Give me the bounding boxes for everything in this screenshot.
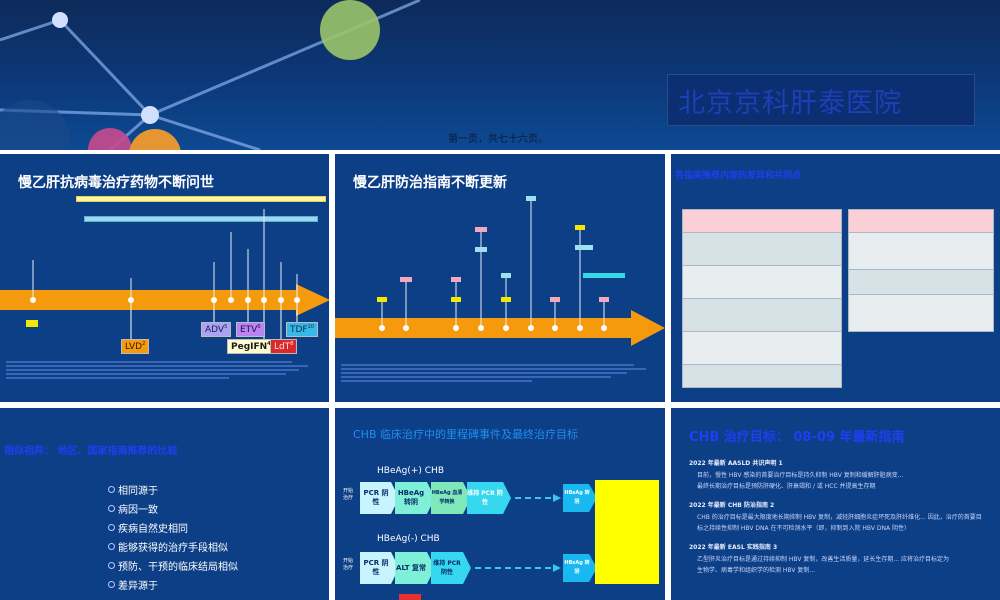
slide-title: CHB 治疗目标： 08-09 年最新指南: [689, 430, 905, 445]
slide-title: 各指南推荐内容的差异和共同点: [675, 171, 802, 181]
list-item: 差异源于: [108, 577, 158, 592]
drug-label-ldt: LdT8: [270, 339, 298, 354]
drug-timeline: [0, 209, 329, 339]
page-counter: 第一页，共七十六页。: [448, 134, 548, 145]
milestone-pcr-negative: PCR 阴性: [363, 489, 389, 506]
goal-section: 2022 年最新 CHB 防治指南 2 CHB 的治疗目标是最大限度地长期抑制 …: [689, 500, 991, 532]
milestone-maintain-pcr: 维持 PCR 阴性: [467, 490, 503, 506]
row2-label: HBeAg(-) CHB: [377, 534, 440, 544]
early-drug-box: [26, 320, 38, 327]
section-heading: 2022 年最新 AASLD 共识声明 1: [689, 460, 783, 467]
section-text: 标之持续性抑制 HBV DNA 在不可检测水平（即，抑制到入院 HBV DNA …: [697, 525, 910, 532]
slide-title: CHB 临床治疗中的里程碑事件及最终治疗目标: [353, 428, 578, 441]
drug-label-lvd: LVD2: [121, 339, 150, 354]
section-heading: 2022 年最新 CHB 防治指南 2: [689, 502, 775, 509]
drug-label-etv: ETV6: [236, 322, 265, 337]
milestone-alt-normal: ALT 复常: [396, 563, 426, 572]
slide-antiviral-drugs: 慢乙肝抗病毒治疗药物不断问世 LVD2 ADV5: [0, 154, 329, 402]
hospital-name-box: 北京京科肝泰医院: [667, 74, 975, 126]
list-item: 病因一致: [108, 501, 158, 516]
milestone-hbeag-loss: HBeAg 转阴: [397, 489, 425, 506]
row1-label: HBeAg(+) CHB: [377, 466, 444, 476]
section-text: 生物学、病毒学和组织学的检测 HBV 复制...: [697, 567, 816, 574]
slide-guideline-differences: 各指南推荐内容的差异和共同点: [671, 154, 1000, 402]
section-text: CHB 的治疗目标是最大限度地长期抑制 HBV 复制，减轻肝细胞炎症坏死及肝纤维…: [697, 514, 982, 521]
slide-guideline-comparison: 相似相异： 地区、国家指南推荐的比较 相同源于 病因一致 疾病自然史相同 能够获…: [0, 408, 329, 600]
section-heading: 2022 年最新 EASL 实践指南 3: [689, 544, 778, 551]
start-label-row2: 开始 治疗: [343, 558, 354, 571]
milestone-pcr-negative-2: PCR 阴性: [363, 559, 389, 576]
timeline-bar-cyan: [84, 216, 318, 222]
slide-treatment-goals: CHB 治疗目标： 08-09 年最新指南 2022 年最新 AASLD 共识声…: [671, 408, 1000, 600]
slide-guideline-updates: 慢乙肝防治指南不断更新: [335, 154, 665, 402]
section-text: 目前，慢性 HBV 感染的首要治疗目标是持久抑制 HBV 复制和缓解肝脏病变..…: [697, 472, 904, 479]
references-block: [341, 362, 659, 384]
title-banner: 北京京科肝泰医院 第一页，共七十六页。: [0, 0, 1000, 150]
milestone-hbsag-loss-2: HBsAg 转阴: [564, 560, 590, 575]
list-item: 能够获得的治疗手段相似: [108, 539, 228, 554]
milestone-arrows: [360, 480, 659, 600]
section-text: 最终长期治疗目标是预防肝硬化、肝衰竭和 / 或 HCC 并提高生存期: [697, 483, 876, 490]
slide-treatment-milestones: CHB 临床治疗中的里程碑事件及最终治疗目标 HBeAg(+) CHB HBeA…: [335, 408, 665, 600]
list-item: 预防、干预的临床结局相似: [108, 558, 238, 573]
comparison-table-left: [682, 209, 842, 388]
drug-label-adv: ADV5: [201, 322, 232, 337]
slide-title: 慢乙肝防治指南不断更新: [353, 175, 507, 191]
section-text: 乙型肝炎治疗目标是通过持续抑制 HBV 复制，改善生活质量，延长生存期... 应…: [697, 556, 949, 563]
hospital-name: 北京京科肝泰医院: [678, 88, 902, 119]
slide-title: 相似相异： 地区、国家指南推荐的比较: [4, 446, 178, 457]
milestone-maintain-pcr-2: 维持 PCR 阴性: [433, 560, 461, 576]
slide-title: 慢乙肝抗病毒治疗药物不断问世: [18, 175, 214, 191]
network-decoration: [0, 0, 421, 150]
goal-section: 2022 年最新 EASL 实践指南 3 乙型肝炎治疗目标是通过持续抑制 HBV…: [689, 542, 991, 574]
list-item: 疾病自然史相同: [108, 520, 188, 535]
goal-section: 2022 年最新 AASLD 共识声明 1 目前，慢性 HBV 感染的首要治疗目…: [689, 458, 991, 490]
comparison-table-right: [848, 209, 994, 332]
milestone-hbsag-loss: HBsAg 转阴: [564, 490, 590, 505]
milestone-hbeag-seroconversion: HBeAg 血清学转换: [431, 490, 463, 505]
guideline-timeline: [335, 196, 665, 346]
drug-label-pegifn: PegIFN4: [227, 339, 275, 354]
list-item: 相同源于: [108, 482, 158, 497]
start-label-row1: 开始 治疗: [343, 488, 354, 501]
references-block: [6, 359, 324, 381]
drug-label-tdf: TDF10: [286, 322, 318, 337]
timeline-bar-yellow: [76, 196, 326, 202]
